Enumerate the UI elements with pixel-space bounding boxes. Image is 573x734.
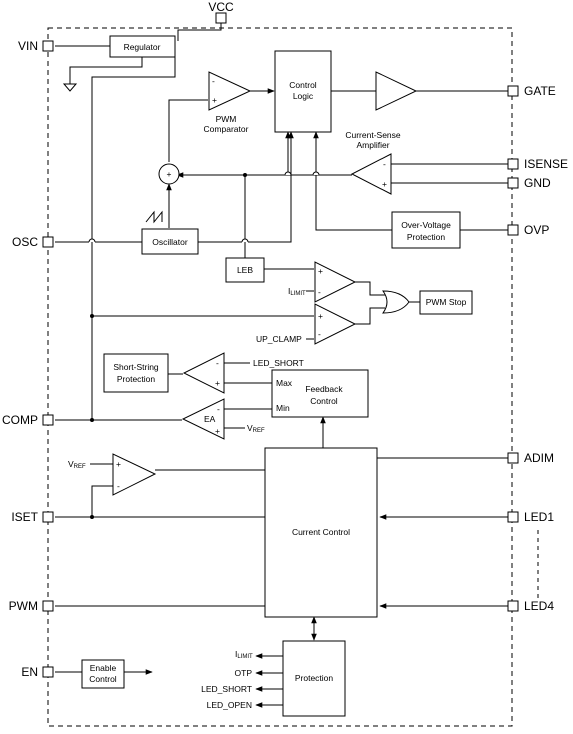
gate-driver-buffer xyxy=(375,71,418,111)
current-control-block: Current Control xyxy=(264,447,378,618)
oscillator-label: Oscillator xyxy=(152,237,188,247)
iset-amp-plus: + xyxy=(116,459,121,469)
pwm-comparator-label-2: Comparator xyxy=(204,124,249,134)
iset-amp-minus: - xyxy=(117,481,120,491)
ilim-comp-plus: + xyxy=(318,266,323,276)
ilimit-output-label: ILIMIT xyxy=(235,649,253,660)
pin-led4: LED4 xyxy=(524,599,554,613)
pin-led1: LED1 xyxy=(524,510,554,524)
control-logic-block: Control Logic xyxy=(274,50,332,133)
feedback-control-label-2: Control xyxy=(310,396,338,406)
short-string-label-2: Protection xyxy=(117,374,156,384)
current-sense-amplifier: - + xyxy=(350,153,392,195)
ea-minus: - xyxy=(217,404,220,414)
pin-squares xyxy=(42,12,519,678)
enable-control-label-1: Enable xyxy=(90,663,117,673)
regulator-label: Regulator xyxy=(124,42,161,52)
leb-label: LEB xyxy=(237,265,253,275)
short-string-block: Short-String Protection xyxy=(103,353,169,393)
feedback-control-label-1: Feedback xyxy=(305,384,343,394)
ovp-protection-label-1: Over-Voltage xyxy=(401,220,451,230)
short-string-label-1: Short-String xyxy=(113,362,159,372)
ea-label: EA xyxy=(204,414,216,424)
ilimit-comparator: + - xyxy=(314,261,357,303)
pin-gate: GATE xyxy=(524,84,556,98)
vref-label-ea: VREF xyxy=(247,423,265,434)
summer-plus: + xyxy=(167,169,172,179)
enable-control-label-2: Control xyxy=(89,674,117,684)
leb-block: LEB xyxy=(225,257,265,283)
or-gate xyxy=(382,290,410,314)
clamp-comp-minus: - xyxy=(318,329,321,339)
ground-icon xyxy=(62,83,78,92)
ovp-protection-label-2: Protection xyxy=(407,232,446,242)
summing-junction: + xyxy=(158,163,180,185)
pin-iset: ISET xyxy=(11,510,38,524)
up-clamp-label: UP_CLAMP xyxy=(256,334,302,344)
pin-vin: VIN xyxy=(18,39,38,53)
oscillator-block: Oscillator xyxy=(141,228,199,255)
wire-hops xyxy=(88,171,320,243)
ss-comp-minus: - xyxy=(216,358,219,368)
pin-isense: ISENSE xyxy=(524,157,568,171)
current-control-label: Current Control xyxy=(292,527,350,537)
chip-boundary xyxy=(47,27,513,727)
sawtooth-icon xyxy=(145,210,163,224)
enable-control-block: Enable Control xyxy=(81,659,125,689)
pin-pwm: PWM xyxy=(9,599,38,613)
pwm-stop-block: PWM Stop xyxy=(419,290,473,315)
max-label: Max xyxy=(276,378,293,388)
error-amplifier: EA - + xyxy=(181,398,225,440)
pin-en: EN xyxy=(21,665,38,679)
ilim-comp-minus: - xyxy=(318,287,321,297)
ss-comp-plus: + xyxy=(215,378,220,388)
pwm-comp-plus: + xyxy=(212,95,217,105)
pin-adim: ADIM xyxy=(524,451,554,465)
led-short-label-top: LED_SHORT xyxy=(253,358,304,368)
up-clamp-comparator: + - xyxy=(314,303,357,345)
min-label: Min xyxy=(276,403,290,413)
protection-block: Protection xyxy=(282,640,346,717)
junction-dots xyxy=(90,173,247,519)
otp-label: OTP xyxy=(235,668,253,678)
feedback-control-block: Max Min Feedback Control xyxy=(271,369,369,418)
vref-label-iset: VREF xyxy=(68,459,86,470)
current-sense-label-2: Amplifier xyxy=(356,140,389,150)
led-short-output-label: LED_SHORT xyxy=(201,684,252,694)
ilimit-label: ILIMIT xyxy=(288,286,306,297)
ea-plus: + xyxy=(215,426,220,436)
pin-vcc: VCC xyxy=(208,0,234,14)
pin-comp: COMP xyxy=(2,413,38,427)
short-string-comparator: - + xyxy=(182,352,225,394)
iset-opamp: + - xyxy=(112,453,157,496)
regulator-block: Regulator xyxy=(109,35,176,58)
pwm-comparator: - + xyxy=(208,71,252,111)
pin-osc: OSC xyxy=(12,235,38,249)
protection-label: Protection xyxy=(295,673,334,683)
pwm-stop-label: PWM Stop xyxy=(426,297,467,307)
ovp-protection-block: Over-Voltage Protection xyxy=(391,211,461,249)
cs-amp-minus: - xyxy=(383,159,386,169)
pwm-comparator-label-1: PWM xyxy=(216,114,237,124)
clamp-comp-plus: + xyxy=(318,311,323,321)
pwm-comp-minus: - xyxy=(212,76,215,86)
current-sense-label-1: Current-Sense xyxy=(345,130,401,140)
pin-ovp: OVP xyxy=(524,223,549,237)
control-logic-label-1: Control xyxy=(289,80,317,90)
control-logic-label-2: Logic xyxy=(293,91,314,101)
pin-gnd: GND xyxy=(524,176,551,190)
cs-amp-plus: + xyxy=(382,179,387,189)
led-open-label: LED_OPEN xyxy=(207,700,252,710)
